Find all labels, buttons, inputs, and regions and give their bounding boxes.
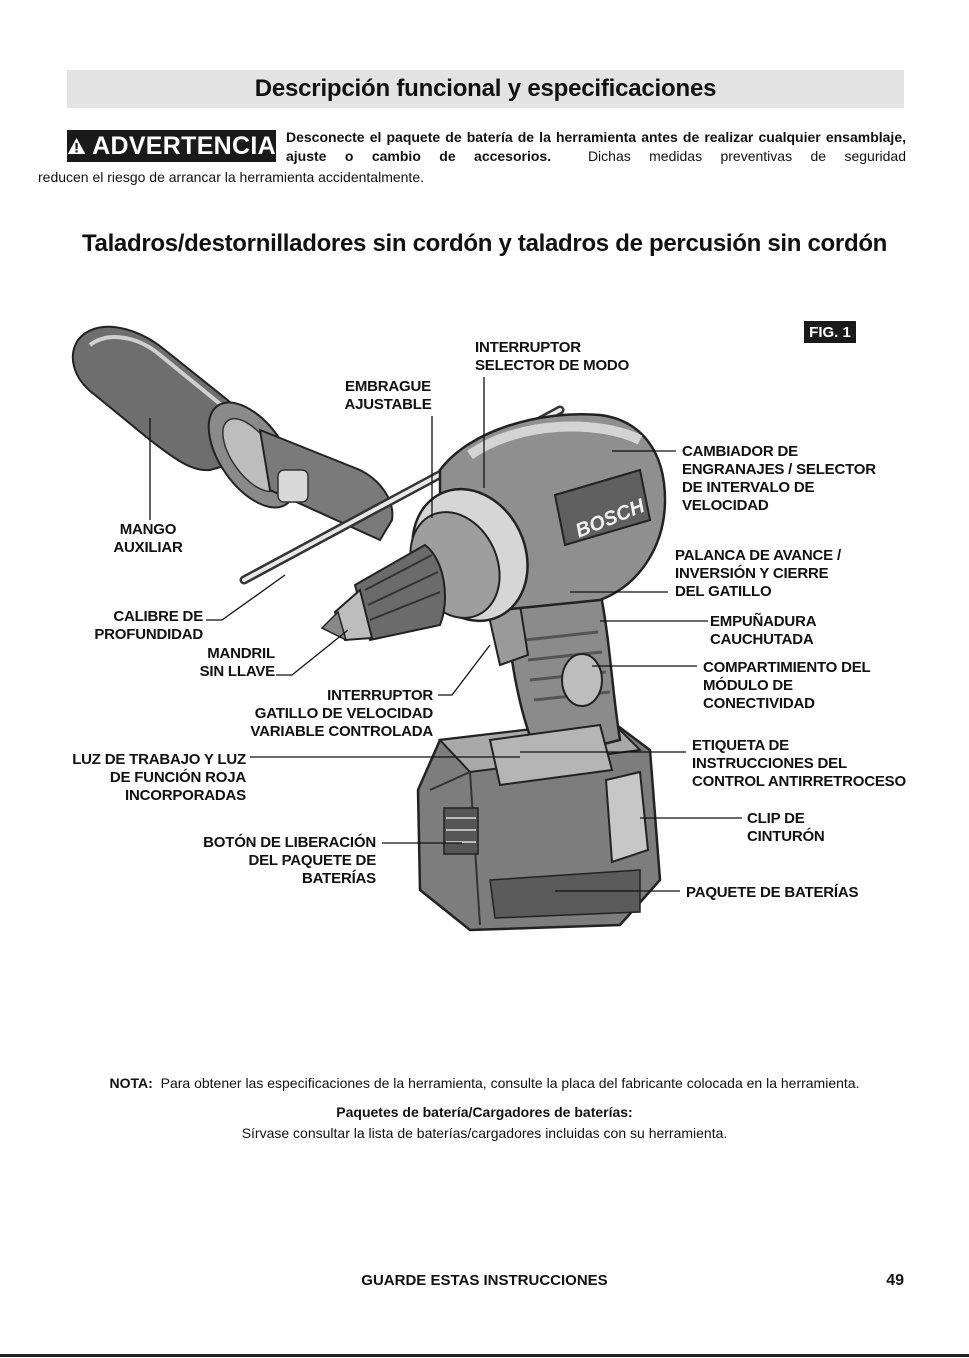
warning-normal-text: Dichas medidas preventivas de seguridad	[587, 148, 906, 164]
warning-continuation: reducen el riesgo de arrancar la herrami…	[38, 169, 424, 185]
note: NOTA: Para obtener las especificaciones …	[0, 1075, 969, 1091]
figure-label: FIG. 1	[804, 321, 856, 343]
warning-triangle-icon	[67, 138, 86, 154]
page-number: 49	[886, 1272, 904, 1289]
callout-mode-selector: INTERRUPTOR SELECTOR DE MODO	[475, 339, 630, 374]
warning-text: Desconecte el paquete de batería de la h…	[286, 128, 906, 166]
chuck-drawing	[320, 543, 446, 642]
warning-badge-label: ADVERTENCIA	[92, 131, 276, 160]
callout-aux-handle: MANGO AUXILIAR	[113, 521, 183, 556]
warning-bold-text: Desconecte el paquete de batería de la h…	[286, 129, 906, 164]
callout-keyless-chuck: MANDRIL SIN LLAVE	[199, 645, 276, 680]
callout-forward-reverse: PALANCA DE AVANCE / INVERSIÓN Y CIERRE D…	[675, 547, 841, 600]
grip-drawing	[488, 588, 622, 787]
callout-belt-clip: CLIP DE CINTURÓN	[747, 810, 825, 845]
bottom-rule	[0, 1354, 969, 1357]
callout-work-light: LUZ DE TRABAJO Y LUZ DE FUNCIÓN ROJA INC…	[72, 751, 246, 804]
belt-clip-drawing	[604, 770, 650, 864]
callout-clutch: EMBRAGUE AJUSTABLE	[344, 378, 432, 413]
packs-body: Sírvase consultar la lista de baterías/c…	[241, 1125, 728, 1141]
callout-trigger: INTERRUPTOR GATILLO DE VELOCIDAD VARIABL…	[250, 687, 433, 740]
packs-title: Paquetes de batería/Cargadores de baterí…	[336, 1104, 633, 1120]
warning-badge: ADVERTENCIA	[67, 130, 276, 162]
note-label: NOTA:	[109, 1075, 153, 1091]
callout-kickback-label: ETIQUETA DE INSTRUCCIONES DEL CONTROL AN…	[692, 737, 906, 790]
note-text: Para obtener las especificaciones de la …	[160, 1075, 860, 1091]
callout-rubber-grip: EMPUÑADURA CAUCHUTADA	[710, 613, 817, 648]
callout-connectivity: COMPARTIMIENTO DEL MÓDULO DE CONECTIVIDA…	[703, 659, 871, 712]
footer-save-instructions: GUARDE ESTAS INSTRUCCIONES	[361, 1272, 608, 1289]
callout-depth-gauge: CALIBRE DE PROFUNDIDAD	[94, 608, 203, 643]
callout-battery-pack: PAQUETE DE BATERÍAS	[686, 884, 859, 901]
callout-leader-lines	[149, 377, 742, 892]
auxiliary-handle-drawing	[71, 325, 394, 542]
subtitle: Taladros/destornilladores sin cordón y t…	[81, 230, 888, 257]
callout-gear-shifter: CAMBIADOR DE ENGRANAJES / SELECTOR DE IN…	[682, 443, 876, 514]
section-title: Descripción funcional y especificaciones	[67, 70, 904, 108]
callout-battery-release: BOTÓN DE LIBERACIÓN DEL PAQUETE DE BATER…	[203, 834, 376, 887]
